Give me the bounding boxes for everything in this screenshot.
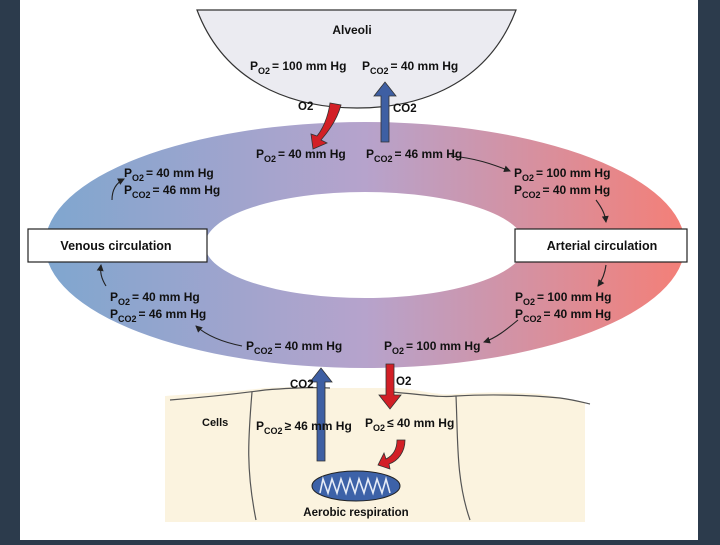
- alveoli-title: Alveoli: [332, 23, 371, 37]
- flow-arrow: [483, 319, 519, 344]
- o2-arrow-into-mitochondrion: [377, 439, 406, 470]
- cells-po2: PO2≤ 40 mm Hg: [365, 416, 454, 433]
- arterial-upper-pco2: PCO2= 40 mm Hg: [514, 183, 610, 200]
- loop-bottom-po2: PO2= 100 mm Hg: [384, 339, 480, 356]
- flow-arrow: [96, 264, 107, 287]
- flow-arrow: [195, 325, 243, 347]
- cell-boundary: [455, 395, 471, 521]
- arterial-circulation-box: [514, 228, 688, 263]
- aerobic-respiration-caption: Aerobic respiration: [303, 507, 408, 519]
- arterial-lower-po2: PO2= 100 mm Hg: [515, 290, 611, 307]
- alveoli-sac: [196, 9, 517, 109]
- venous-lower-po2: PO2= 40 mm Hg: [110, 290, 200, 307]
- alveoli-pco2: PCO2= 40 mm Hg: [362, 59, 458, 76]
- cell-boundary: [248, 391, 257, 521]
- o2-label-top: O2: [298, 101, 313, 113]
- cell-membrane-top: [169, 387, 331, 401]
- mitochondrion-icon: [311, 470, 401, 502]
- flow-arrow: [597, 264, 607, 287]
- circulation-loop: [45, 122, 685, 368]
- loop-top-pco2: PCO2= 46 mm Hg: [366, 147, 462, 164]
- co2-arrow-blood-to-alveoli: [373, 81, 397, 143]
- arterial-lower-pco2: PCO2= 40 mm Hg: [515, 307, 611, 324]
- venous-circulation-box: [27, 228, 208, 263]
- alveoli-po2: PO2= 100 mm Hg: [250, 59, 346, 76]
- cells-label: Cells: [202, 417, 228, 429]
- o2-label-bottom: O2: [396, 376, 411, 388]
- co2-label-top: CO2: [393, 103, 417, 115]
- o2-arrow-alveoli-to-blood: [310, 102, 342, 150]
- flow-arrow: [450, 155, 511, 173]
- loop-bottom-pco2: PCO2= 40 mm Hg: [246, 339, 342, 356]
- arterial-circulation-label: Arterial circulation: [547, 239, 657, 253]
- cell-membrane-top: [389, 391, 591, 405]
- cells-pco2: PCO2≥ 46 mm Hg: [256, 419, 352, 436]
- venous-lower-pco2: PCO2= 46 mm Hg: [110, 307, 206, 324]
- co2-label-bottom: CO2: [290, 379, 314, 391]
- flow-arrow: [111, 178, 125, 201]
- venous-upper-po2: PO2= 40 mm Hg: [124, 166, 214, 183]
- co2-arrow-cells-to-blood: [309, 367, 333, 462]
- venous-upper-pco2: PCO2= 46 mm Hg: [124, 183, 220, 200]
- cells-region: [165, 387, 585, 522]
- flow-arrow: [595, 199, 609, 223]
- venous-circulation-label: Venous circulation: [60, 239, 171, 253]
- arterial-upper-po2: PO2= 100 mm Hg: [514, 166, 610, 183]
- loop-top-po2: PO2= 40 mm Hg: [256, 147, 346, 164]
- o2-arrow-blood-to-cells: [378, 363, 402, 410]
